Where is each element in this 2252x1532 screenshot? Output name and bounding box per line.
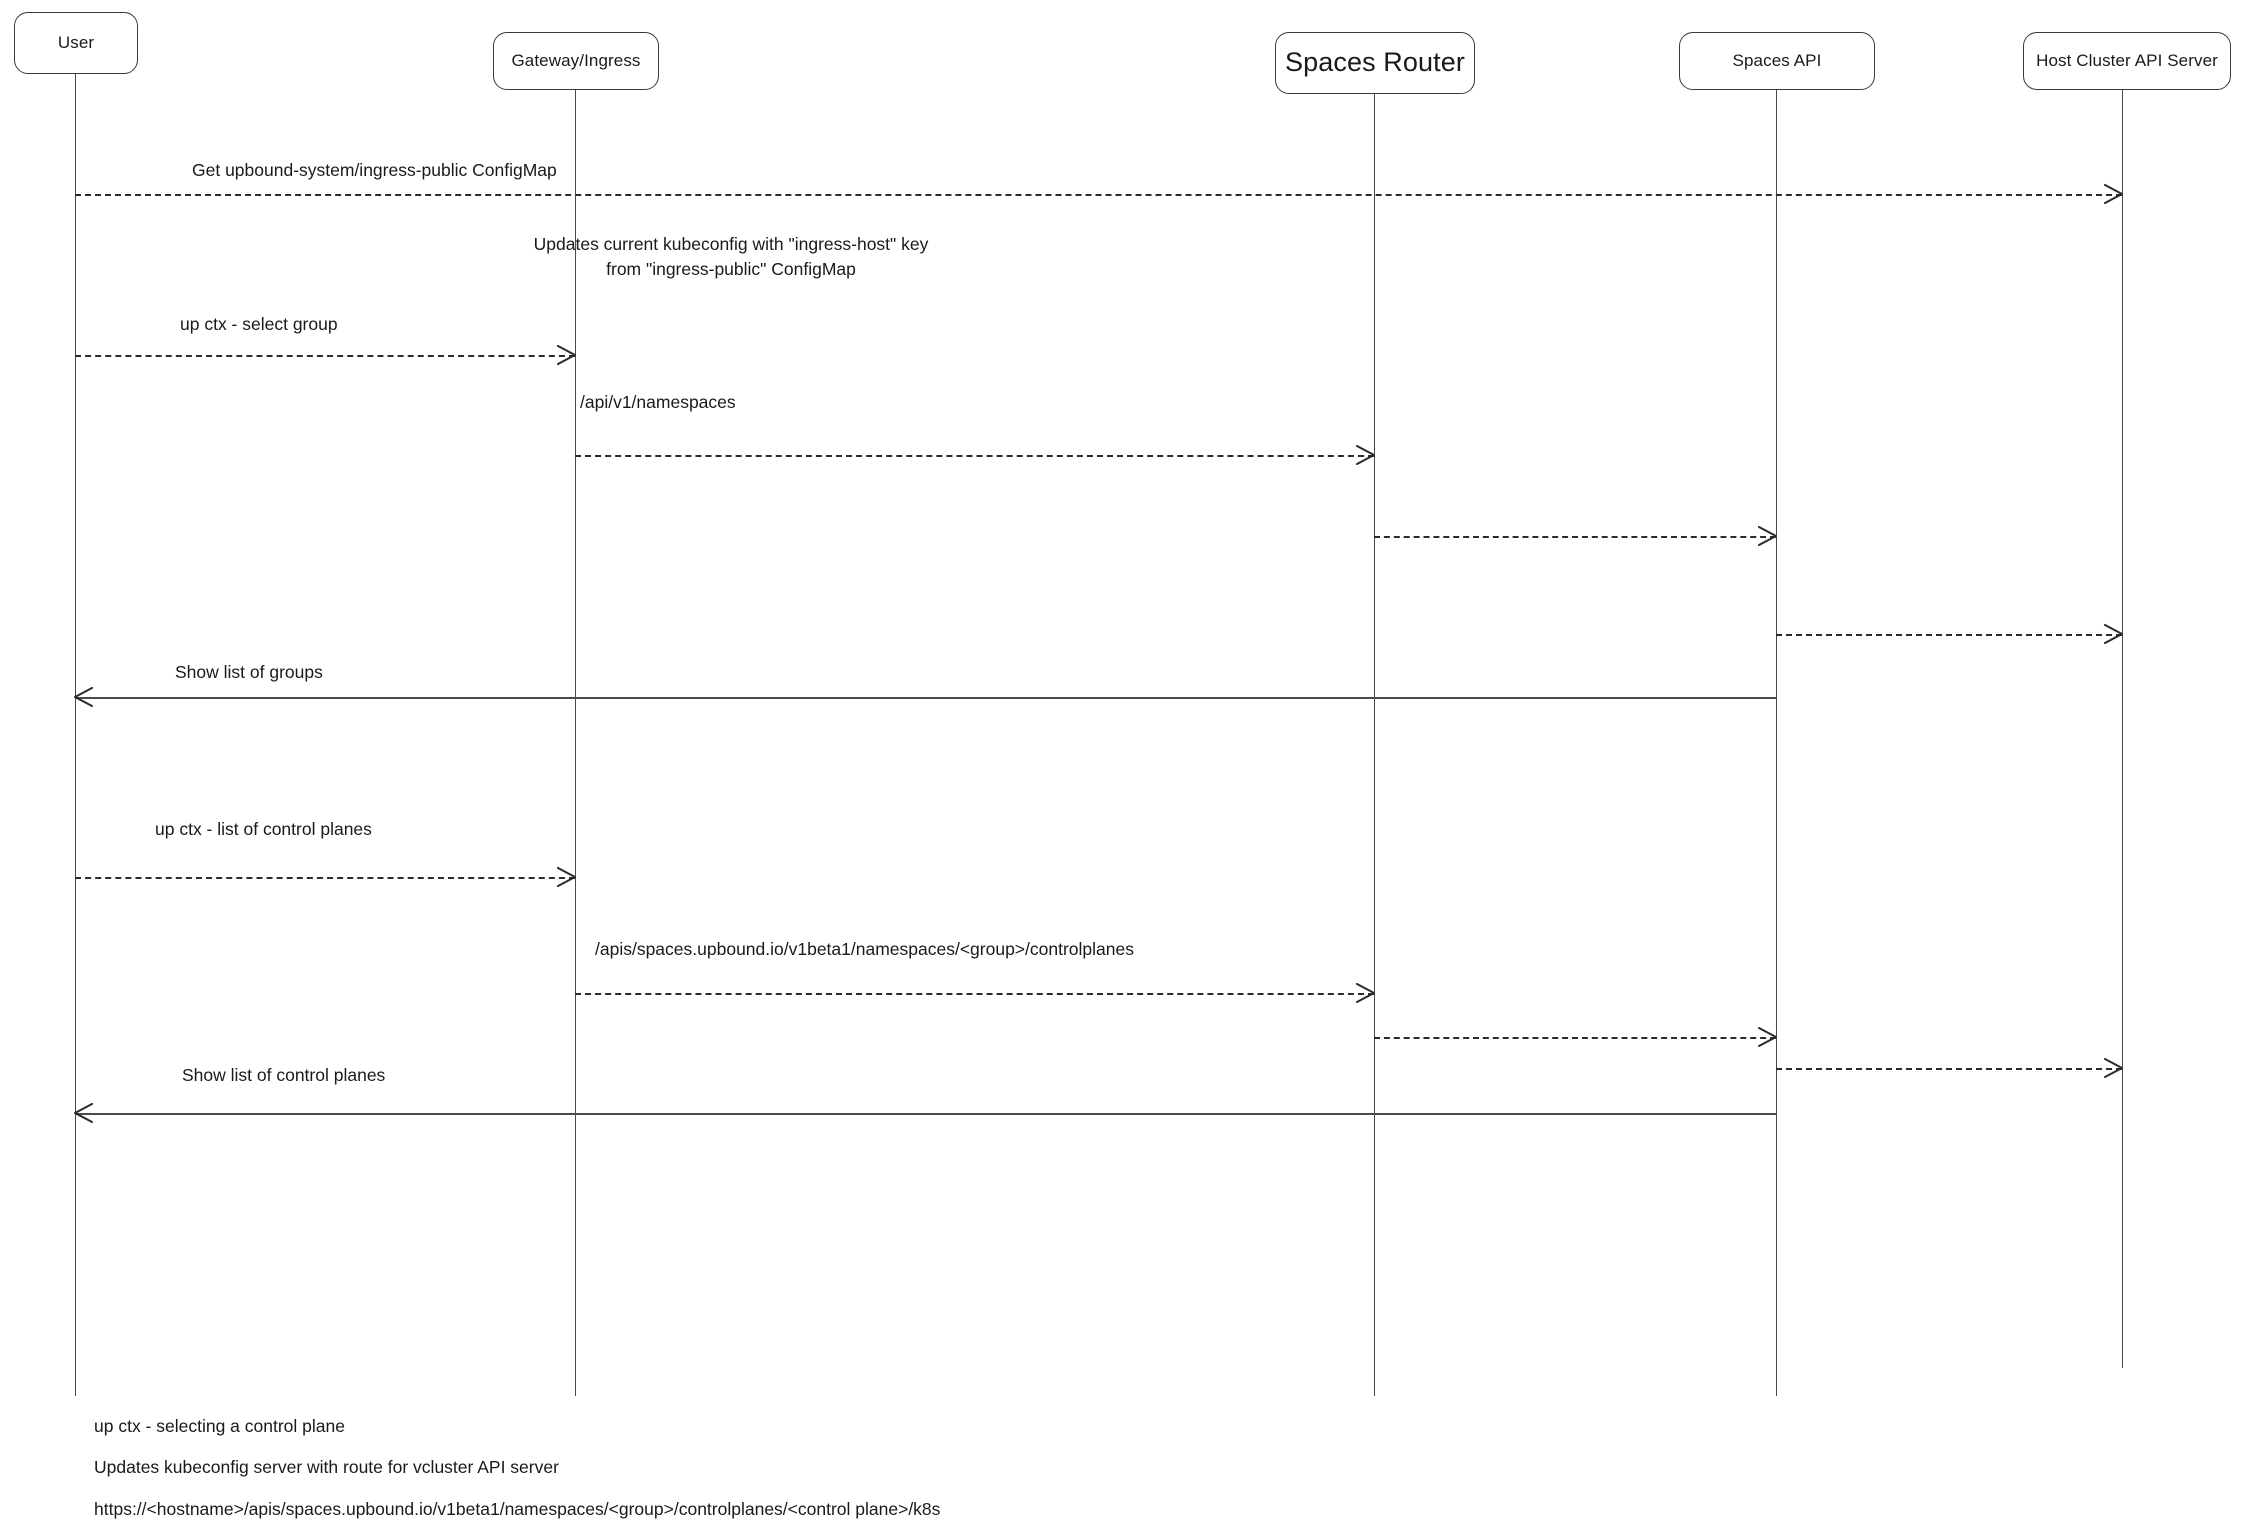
- participant-user[interactable]: User: [14, 12, 138, 74]
- message-label-m7: Show list of groups: [175, 662, 323, 682]
- message-label-m1: Get upbound-system/ingress-public Config…: [192, 160, 557, 180]
- arrowhead-icon: [2103, 183, 2124, 205]
- participant-router[interactable]: Spaces Router: [1275, 32, 1475, 94]
- participant-label: Gateway/Ingress: [511, 51, 641, 71]
- message-label-m8: up ctx - list of control planes: [155, 819, 372, 839]
- arrowhead-icon: [1757, 525, 1778, 547]
- message-label-m2: Updates current kubeconfig with "ingress…: [533, 234, 929, 280]
- participant-label: Host Cluster API Server: [2036, 51, 2218, 71]
- participant-gateway[interactable]: Gateway/Ingress: [493, 32, 659, 90]
- arrowhead-icon: [1757, 1026, 1778, 1048]
- footer-note-note2: Updates kubeconfig server with route for…: [94, 1457, 559, 1477]
- message-line-m12: [75, 1113, 1776, 1115]
- message-line-m7: [75, 697, 1776, 699]
- participant-host_api[interactable]: Host Cluster API Server: [2023, 32, 2231, 90]
- message-label-m3: up ctx - select group: [180, 314, 338, 334]
- participant-label: Spaces Router: [1285, 47, 1465, 78]
- arrowhead-icon: [556, 866, 577, 888]
- arrowhead-icon: [556, 344, 577, 366]
- arrowhead-icon: [73, 1102, 94, 1124]
- message-line-m9: [575, 993, 1374, 995]
- lifeline-gateway: [575, 90, 576, 1396]
- message-line-m3: [75, 355, 575, 357]
- arrowhead-icon: [1355, 982, 1376, 1004]
- participant-spaces_api[interactable]: Spaces API: [1679, 32, 1875, 90]
- message-label-m12: Show list of control planes: [182, 1065, 386, 1085]
- arrowhead-icon: [2103, 623, 2124, 645]
- lifeline-spaces_api: [1776, 90, 1777, 1396]
- lifeline-user: [75, 74, 76, 1396]
- message-label-m9: /apis/spaces.upbound.io/v1beta1/namespac…: [595, 939, 1134, 959]
- message-line-m5: [1374, 536, 1776, 538]
- lifeline-router: [1374, 94, 1375, 1396]
- message-line-m4: [575, 455, 1374, 457]
- message-line-m10: [1374, 1037, 1776, 1039]
- message-line-m6: [1776, 634, 2122, 636]
- arrowhead-icon: [1355, 444, 1376, 466]
- message-line-m1: [75, 194, 2122, 196]
- arrowhead-icon: [73, 686, 94, 708]
- message-label-m4: /api/v1/namespaces: [580, 392, 736, 412]
- participant-label: User: [57, 33, 95, 53]
- lifeline-host_api: [2122, 90, 2123, 1368]
- arrowhead-icon: [2103, 1057, 2124, 1079]
- message-line-m8: [75, 877, 575, 879]
- participant-label: Spaces API: [1732, 51, 1822, 71]
- footer-note-note3: https://<hostname>/apis/spaces.upbound.i…: [94, 1499, 941, 1519]
- footer-note-note1: up ctx - selecting a control plane: [94, 1416, 345, 1436]
- message-line-m11: [1776, 1068, 2122, 1070]
